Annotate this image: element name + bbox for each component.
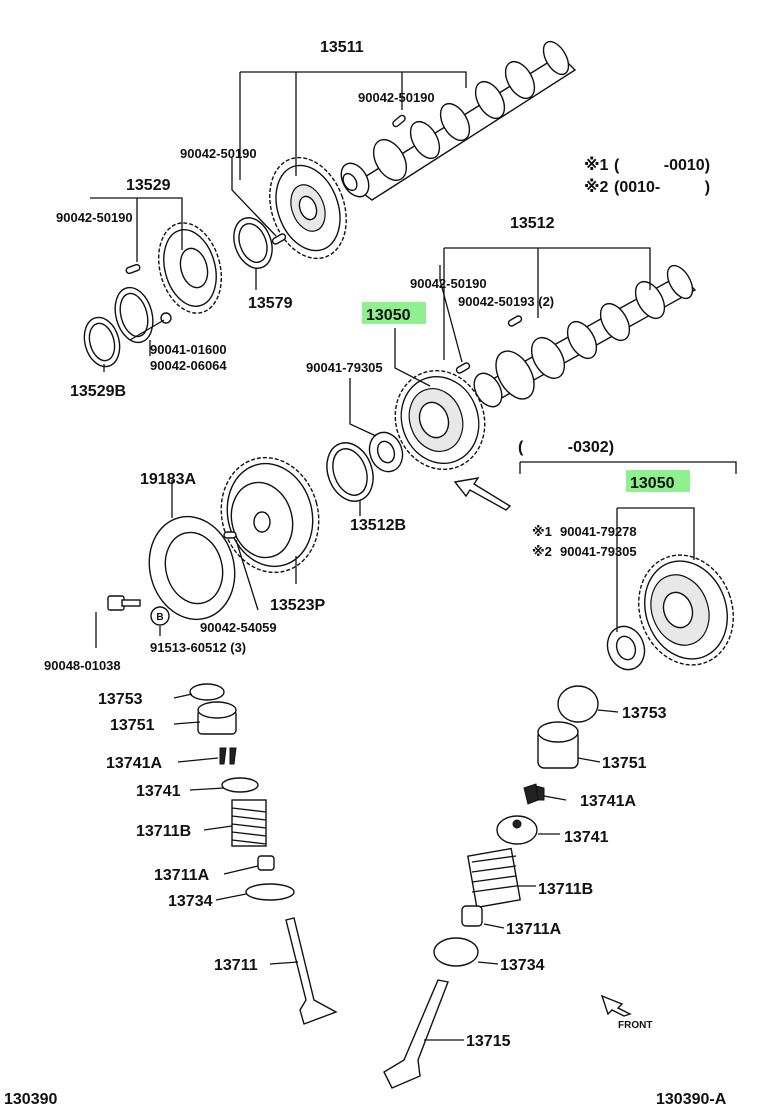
label-13751-right: 13751 [602, 755, 647, 772]
bearing-13512B [326, 442, 374, 502]
label-13741-right: 13741 [564, 829, 609, 846]
label-13753-left: 13753 [98, 691, 143, 708]
label-90042-50193: 90042-50193 (2) [458, 294, 554, 309]
pin-90042-50190-b [271, 233, 287, 245]
note2-mark: ※2 [584, 178, 609, 196]
label-13741A-left: 13741A [106, 755, 162, 772]
pin-90042-50190-a [392, 114, 406, 128]
seat-13734-right [433, 937, 479, 967]
label-13734-right: 13734 [500, 957, 545, 974]
label-13511: 13511 [320, 39, 364, 56]
keeper-13741A-left [219, 747, 237, 765]
label-13529B: 13529B [70, 383, 126, 400]
gear-13523P [220, 456, 320, 574]
label-19183A: 19183A [140, 471, 196, 488]
highlight-13050-a [362, 302, 426, 324]
lifter-13751-left [197, 701, 237, 735]
label-90042-54059: 90042-54059 [200, 620, 277, 635]
pin-90042-54059 [223, 531, 237, 539]
pin-90042-50190-c [125, 263, 141, 275]
leader-lines [90, 71, 737, 1041]
label-90041-79305-a: 90041-79305 [306, 360, 383, 375]
keeper-13741A-right [523, 783, 545, 805]
label-13753-right: 13753 [622, 705, 667, 722]
note2-range: (0010- ) [614, 179, 710, 196]
label-13512B: 13512B [350, 517, 406, 534]
label-90041-79305-b: 90041-79305 [560, 544, 637, 559]
camshaft-gear-13511 [269, 156, 347, 260]
label-90042-50190-d: 90042-50190 [410, 276, 487, 291]
seal-13711A-right [461, 905, 483, 927]
retainer-13741-right [496, 815, 538, 845]
label-13734-left: 13734 [168, 893, 213, 910]
nut-90041-79305 [368, 431, 404, 473]
part-labels: 13511 90042-50190 90042-50190 13529 9004… [4, 39, 727, 1108]
vvt-gear-13050-alt [638, 554, 734, 666]
diagram-id-left: 130390 [4, 1091, 57, 1108]
label-90041-01600: 90041-01600 [150, 342, 227, 357]
circled-b-label: B [156, 612, 163, 623]
label-13523P: 13523P [270, 597, 325, 614]
label-13741A-right: 13741A [580, 793, 636, 810]
highlight-13050-b [626, 470, 690, 492]
shim-13753-left [189, 683, 225, 701]
camshaft-13512 [473, 264, 697, 408]
ring-13529B [83, 316, 121, 368]
pin-90042-50193 [507, 315, 523, 327]
diagram-id-right: 130390-A [656, 1091, 727, 1108]
label-13715: 13715 [466, 1033, 511, 1050]
label-91513-60512: 91513-60512 (3) [150, 640, 246, 655]
label-13050-a: 13050 [366, 307, 411, 324]
label-90041-79278: 90041-79278 [560, 524, 637, 539]
mark2-label: ※2 [532, 544, 552, 559]
label-13050-b: 13050 [630, 475, 675, 492]
mark1-label: ※1 [532, 524, 552, 539]
front-label: FRONT [618, 1020, 652, 1031]
label-13579: 13579 [248, 295, 293, 312]
label-90042-50190-b: 90042-50190 [180, 146, 257, 161]
label-90042-06064: 90042-06064 [150, 358, 227, 373]
spring-13711B-right [467, 847, 521, 909]
valve-train-left [189, 683, 338, 1025]
front-arrow-icon [600, 994, 632, 1017]
label-90042-50190-a: 90042-50190 [358, 90, 435, 105]
label-13529: 13529 [126, 177, 171, 194]
label-13711B-left: 13711B [136, 823, 191, 840]
seat-13734-left [245, 883, 295, 901]
label-13741-left: 13741 [136, 783, 181, 800]
retainer-13741-left [221, 777, 259, 793]
vvt-gear-13050 [394, 369, 486, 471]
snap-ring-13579 [233, 217, 273, 269]
label-13711A-left: 13711A [154, 867, 210, 884]
gear-13529 [157, 222, 223, 314]
pin-90042-50190-d [455, 362, 471, 374]
shim-13753-right [557, 685, 599, 723]
nut-90041-79278 [606, 625, 646, 671]
seal-13711A-left [257, 855, 275, 871]
valve-train-right [383, 685, 599, 1089]
valve-13711 [285, 917, 338, 1025]
circled-b-marker: B [150, 606, 170, 626]
label-13711: 13711 [214, 957, 258, 974]
ring-90042-06064 [114, 286, 154, 344]
label-90042-50190-c: 90042-50190 [56, 210, 133, 225]
camshaft-13511 [340, 40, 577, 201]
note1-range: ( -0010) [614, 157, 710, 174]
range-label: ( -0302) [518, 439, 614, 456]
label-13711B-right: 13711B [538, 881, 593, 898]
label-13751-left: 13751 [110, 717, 155, 734]
bolt-90048-01038 [107, 595, 141, 611]
label-13512: 13512 [510, 215, 555, 232]
note1-mark: ※1 [584, 156, 609, 174]
plate-19183A [148, 515, 236, 621]
valve-13715 [383, 979, 449, 1089]
label-13711A-right: 13711A [506, 921, 562, 938]
assembly-arrow [453, 477, 512, 511]
label-90048-01038: 90048-01038 [44, 658, 121, 673]
spring-13711B-left [231, 799, 267, 847]
lifter-13751-right [537, 721, 579, 769]
